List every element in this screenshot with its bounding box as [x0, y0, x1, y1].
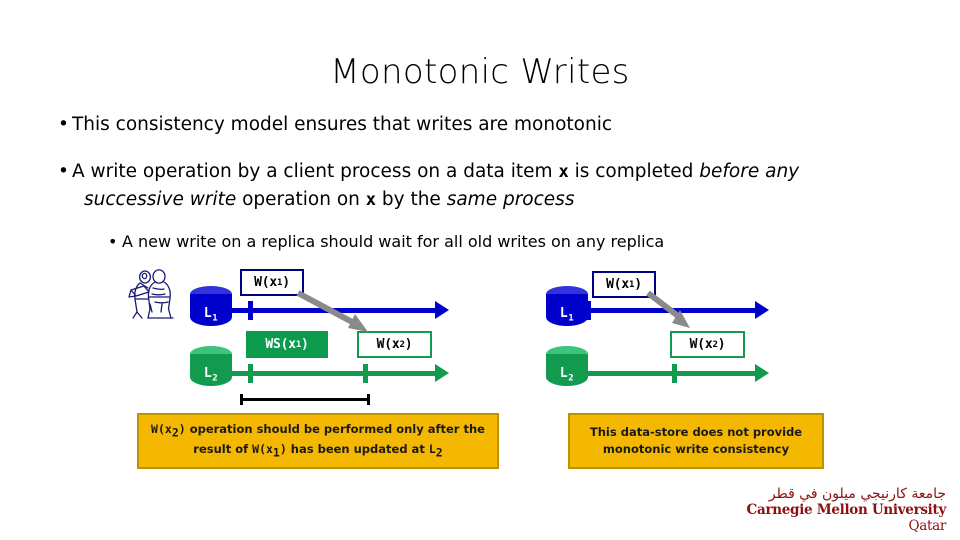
- bullet2-emph-before-any: before any: [699, 161, 800, 182]
- callout-left-text: W(x2) operation should be performed only…: [151, 421, 485, 460]
- bullet2-part-c: operation on: [236, 189, 366, 210]
- bullet-item-2: •A write operation by a client process o…: [58, 158, 938, 214]
- replica-l2-cylinder-left: L2: [190, 346, 232, 392]
- timeline-l2-tick-ws-x1: [248, 364, 253, 383]
- callout-right-explanation: This data-store does not provide monoton…: [568, 413, 824, 469]
- bullet2-emph-successive-write: successive write: [84, 189, 237, 210]
- bullet-marker: •: [58, 114, 69, 135]
- bullet2-line2: successive write operation on x by the s…: [58, 186, 938, 214]
- timeline-l1-tick-w-x1: [248, 301, 253, 320]
- logo-arabic-text: جامعة كارنيجي ميلون في قطر: [768, 486, 946, 502]
- logo-english-text: Carnegie Mellon University Qatar: [746, 502, 947, 534]
- callout-right-text: This data-store does not provide monoton…: [590, 424, 802, 458]
- logo-english-qatar: Qatar: [908, 518, 946, 534]
- callout-right-line2: monotonic write consistency: [602, 442, 790, 456]
- propagation-arrow-right: [646, 290, 690, 328]
- replica-l1-label: L1: [559, 306, 575, 324]
- bullet-list: •This consistency model ensures that wri…: [58, 112, 938, 253]
- timeline-l2-arrowhead-right: [755, 364, 769, 382]
- bullet2-part-d: by the: [376, 189, 447, 210]
- bullet2-emph-same-process: same process: [446, 189, 575, 210]
- bullet2-part-b: is completed: [568, 161, 700, 182]
- logo-english-bold: Carnegie Mellon University: [746, 502, 947, 518]
- replica-l1-label: L1: [203, 306, 219, 324]
- replica-l2-label: L2: [559, 366, 575, 384]
- cmu-qatar-logo: جامعة كارنيجي ميلون في قطر Carnegie Mell…: [746, 486, 947, 534]
- timeline-l1-tick-w-x1-right: [586, 301, 591, 320]
- interval-cap-start: [240, 394, 243, 405]
- timeline-l1-arrowhead-left: [435, 301, 449, 319]
- replica-l2-label: L2: [203, 366, 219, 384]
- timeline-l2-tick-w-x2-right: [672, 364, 677, 383]
- bullet-item-3: •A new write on a replica should wait fo…: [58, 231, 938, 253]
- timeline-l2-right: [580, 371, 760, 376]
- bullet-item-1: •This consistency model ensures that wri…: [58, 112, 938, 138]
- timeline-l2-arrowhead-left: [435, 364, 449, 382]
- bullet-text-1: This consistency model ensures that writ…: [72, 114, 613, 135]
- timeline-l2-tick-w-x2: [363, 364, 368, 383]
- bullet2-part-a: A write operation by a client process on…: [72, 161, 559, 182]
- bullet-text-3: A new write on a replica should wait for…: [122, 232, 665, 251]
- bullet2-var-x-2: x: [365, 190, 376, 210]
- interval-segment-left: [240, 398, 370, 401]
- replica-l2-cylinder-right: L2: [546, 346, 588, 392]
- page-title: Monotonic Writes: [330, 52, 630, 92]
- person-with-laptop-icon: [128, 269, 174, 319]
- callout-right-line1: This data-store does not provide: [589, 425, 803, 439]
- bullet-marker: •: [58, 161, 69, 182]
- propagation-arrow-left: [296, 290, 368, 332]
- bullet-marker: •: [108, 232, 118, 251]
- interval-cap-end: [367, 394, 370, 405]
- timeline-l2-left: [224, 371, 440, 376]
- bullet2-var-x: x: [558, 162, 569, 182]
- replica-l1-cylinder-right: L1: [546, 286, 588, 332]
- timeline-l1-arrowhead-right: [755, 301, 769, 319]
- cylinder-body: [190, 354, 232, 386]
- cylinder-body: [546, 354, 588, 386]
- callout-left-explanation: W(x2) operation should be performed only…: [137, 413, 499, 469]
